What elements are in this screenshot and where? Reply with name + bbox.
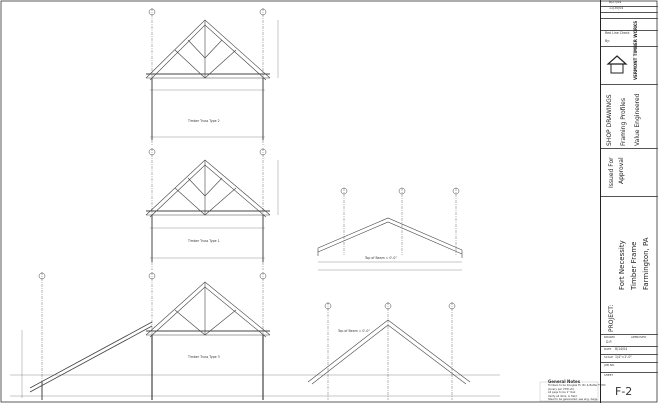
note-line: Joinery per VTW std.: [548, 387, 575, 391]
project-label: PROJECT:: [608, 304, 615, 332]
truss-type-1-elevation: [145, 148, 279, 270]
firm-logo-text: VERMONT TIMBER WORKS: [633, 20, 638, 80]
project-line: Fort Necessity: [618, 240, 626, 290]
drawing-set-line: SHOP DRAWINGS: [606, 94, 613, 146]
elevation-label: Top of Beam = 0'-0": [365, 256, 397, 260]
scale-value: 1/4"=1'-0": [615, 355, 632, 359]
job-label: JOB NO.: [604, 363, 615, 367]
issued-line: Approval: [618, 157, 625, 184]
firm-logo: VERMONT TIMBER WORKS: [604, 21, 656, 82]
shed-roof-elevation: [317, 187, 463, 271]
truss-label: Timber Truss Type 3: [188, 355, 220, 359]
title-block: 8/27/04 11/30/04 Red Line Check By: VERM…: [600, 0, 658, 403]
elevation-label: Top of Beam = 0'-0": [338, 329, 370, 333]
note-line: Verify all dims. in field: [548, 394, 577, 398]
truss-type-2-elevation: [145, 8, 279, 145]
drawing-set-line: Framing Profiles: [620, 98, 627, 146]
date-value: 8/14/04: [615, 347, 628, 351]
general-notes: General Notes Timbers to be Douglas Fir …: [548, 379, 606, 402]
truss-label: Timber Truss Type 1: [188, 239, 220, 243]
drawn-label: DRAWN: [604, 335, 615, 339]
revision-date: 8/27/04: [609, 0, 622, 4]
gable-elevation: [300, 302, 500, 400]
scale-label: SCALE: [604, 355, 613, 359]
red-line-check-label: Red Line Check: [605, 31, 630, 35]
issued-line: Issued For: [608, 157, 615, 188]
truss-type-3-elevation: [10, 272, 300, 400]
sheet-number: F-2: [615, 385, 633, 398]
truss-label: Timber Truss Type 2: [188, 119, 220, 123]
drawn-value: D.P.: [606, 340, 612, 344]
general-notes-title: General Notes: [548, 379, 581, 384]
note-line: All pegs to be 1" Oak: [548, 391, 576, 395]
red-line-by-label: By:: [605, 39, 610, 43]
general-notes-box: [539, 381, 599, 402]
project-line: Farmington, PA: [642, 237, 650, 290]
date-label: DATE: [604, 347, 612, 351]
approved-label: APPROVED: [631, 335, 647, 339]
sheet-label: SHEET: [604, 373, 614, 377]
note-line: Timbers to be Douglas Fir #1 & Better FO…: [548, 384, 606, 387]
revision-date: 11/30/04: [609, 6, 624, 10]
note-line: Steel to be galvanized, see eng. dwgs.: [548, 398, 599, 402]
project-line: Timber Frame: [630, 241, 638, 291]
drawing-set-line: Value Engineered: [634, 93, 641, 146]
house-logo-icon: [606, 55, 628, 74]
